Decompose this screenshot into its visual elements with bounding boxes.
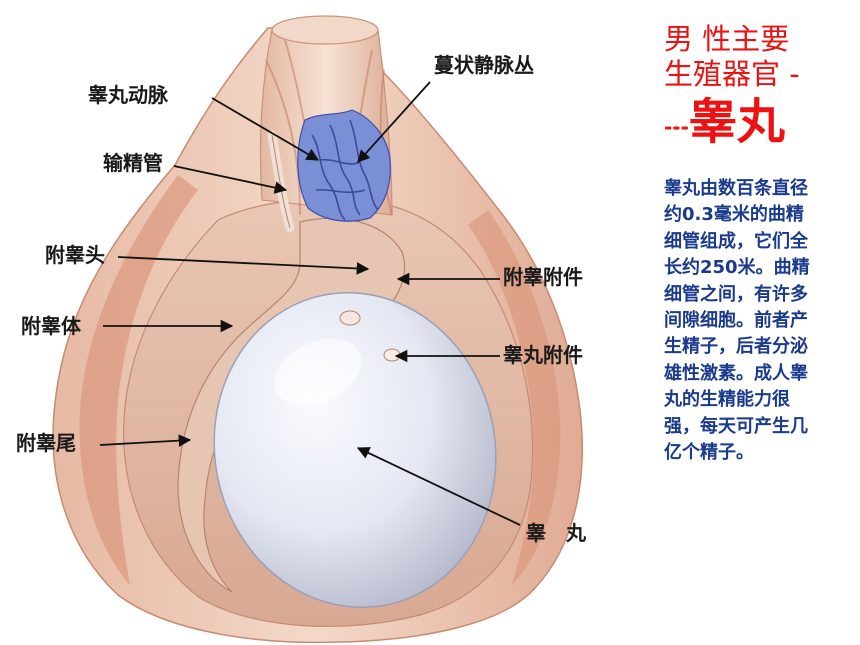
label-epididymis-tail: 附睾尾 — [16, 431, 76, 455]
spermatic-cord-cut-end — [271, 15, 379, 45]
title-main-word: 睾丸 — [688, 93, 785, 150]
label-epididymis-body: 附睾体 — [21, 314, 82, 338]
title-dashes: --- — [664, 114, 689, 139]
slide-title: 男 性主要 生殖器官 - ---睾丸 — [664, 22, 854, 151]
pointer-epididymis-head — [117, 256, 370, 275]
annotations: 睾丸动脉 蔓状静脉丛 输精管 附睾头 附睾附件 附睾体 睾丸附件 附睾尾 睾 丸 — [16, 53, 587, 545]
label-epididymis-head: 附睾头 — [45, 243, 105, 267]
spermatic-cord — [259, 15, 393, 233]
plexus-veins — [311, 119, 379, 221]
muscle-fiber-right — [468, 210, 561, 585]
pointer-testis — [356, 447, 521, 526]
label-testicular-artery: 睾丸动脉 — [88, 83, 169, 107]
muscle-fiber-left — [79, 175, 198, 585]
title-line-3: ---睾丸 — [664, 94, 854, 152]
pointer-pampiniform-plexus — [357, 81, 431, 163]
appendix-epididymis — [339, 310, 361, 326]
label-vas-deferens: 输精管 — [103, 151, 163, 175]
testis — [213, 291, 497, 609]
pointer-vas-deferens — [173, 165, 288, 194]
label-pampiniform-plexus: 蔓状静脉丛 — [434, 53, 534, 77]
pampiniform-plexus — [297, 109, 391, 222]
testis-anatomy-illustration: 睾丸动脉 蔓状静脉丛 输精管 附睾头 附睾附件 附睾体 睾丸附件 附睾尾 睾 丸 — [16, 15, 587, 644]
title-line-2: 生殖器官 - — [664, 56, 800, 91]
pointer-epididymis-tail — [99, 434, 192, 447]
description-text: 睾丸由数百条直径约0.3毫米的曲精细管组成，它们全长约250米。曲精细管之间，有… — [664, 178, 810, 464]
pointer-testicular-artery — [211, 97, 320, 161]
label-epididymis-appendix: 附睾附件 — [503, 265, 583, 289]
label-testis-appendix: 睾丸附件 — [503, 343, 583, 367]
title-line-1: 男 性主要 — [664, 22, 790, 56]
label-testis: 睾 丸 — [526, 521, 587, 545]
testis-highlight — [274, 338, 362, 406]
appendix-testis — [383, 348, 401, 362]
